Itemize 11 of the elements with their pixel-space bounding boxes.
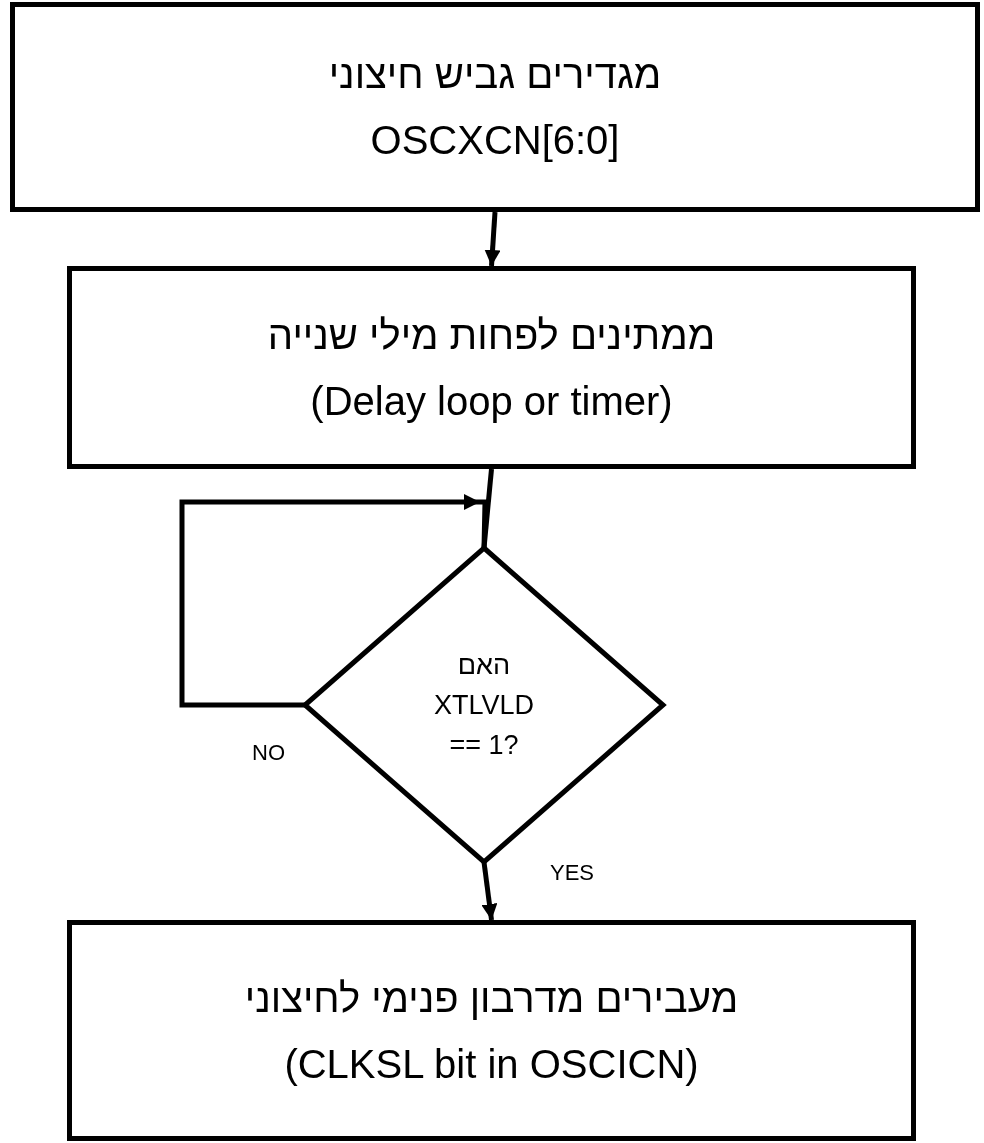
process-box — [10, 2, 980, 212]
process-box — [67, 920, 916, 1141]
step-detail: OSCXCN[6:0] — [370, 117, 620, 164]
step-title: ממתינים לפחות מילי שנייה — [267, 311, 716, 359]
decision-text: XTLVLD == 1? — [432, 689, 535, 762]
process-box — [67, 266, 916, 469]
step-detail: (CLKSL bit in OSCICN) — [284, 1040, 699, 1088]
decision-text: האם — [457, 649, 511, 682]
step-title: מעבירים מדרבון פנימי לחיצוני — [244, 974, 739, 1022]
step-title: מגדירים גביש חיצוני — [328, 51, 662, 98]
step-detail: (Delay loop or timer) — [310, 377, 673, 425]
